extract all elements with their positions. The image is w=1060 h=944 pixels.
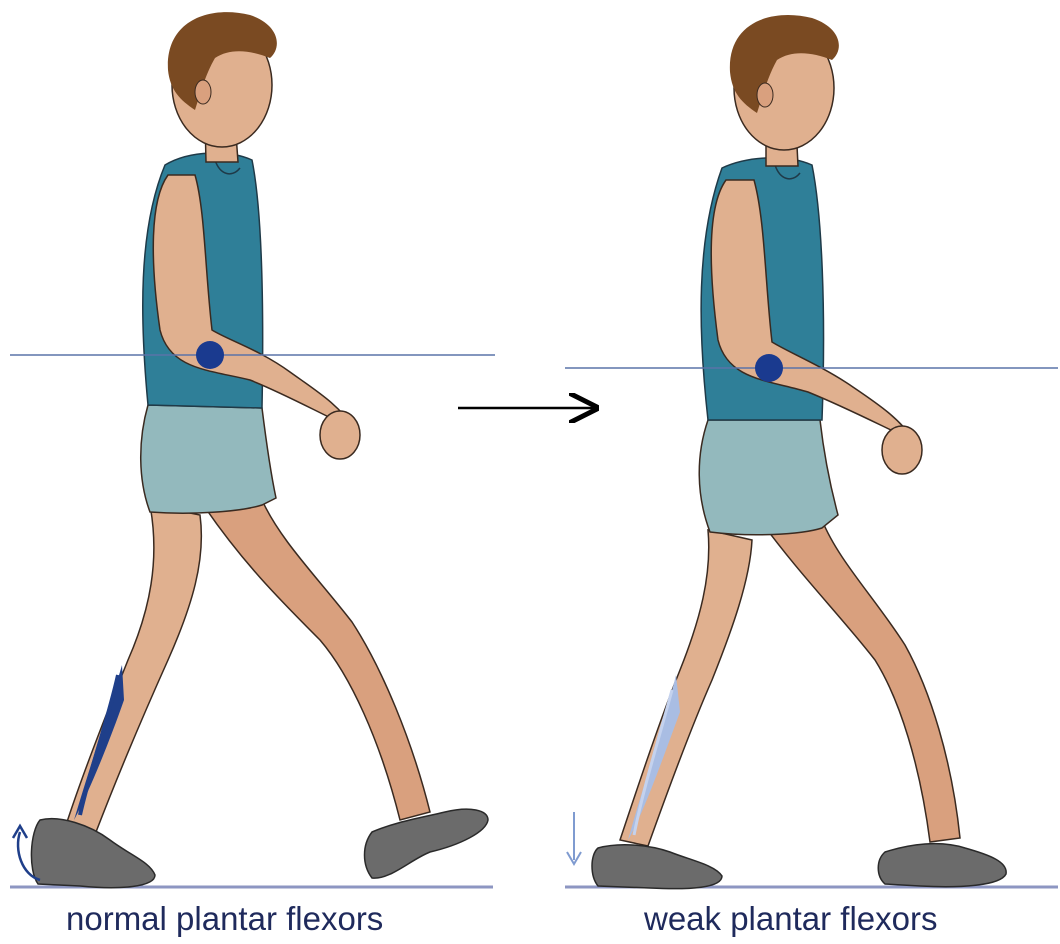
front-leg-left [200, 500, 430, 820]
shorts-right [699, 420, 838, 535]
caption-weak: weak plantar flexors [644, 900, 937, 938]
rear-shoe-right [592, 845, 722, 889]
fist-right [882, 426, 922, 474]
figure-weak [565, 15, 1058, 889]
rear-shoe-left [31, 819, 155, 888]
front-shoe-right [878, 844, 1006, 887]
figure-normal [10, 12, 495, 888]
rear-leg-right [620, 530, 752, 846]
shorts-left [141, 405, 276, 513]
front-leg-right [760, 520, 960, 842]
hip-marker-left [196, 341, 224, 369]
front-shoe-left [365, 809, 489, 878]
fist-left [320, 411, 360, 459]
caption-normal: normal plantar flexors [66, 900, 383, 938]
hip-marker-right [755, 354, 783, 382]
